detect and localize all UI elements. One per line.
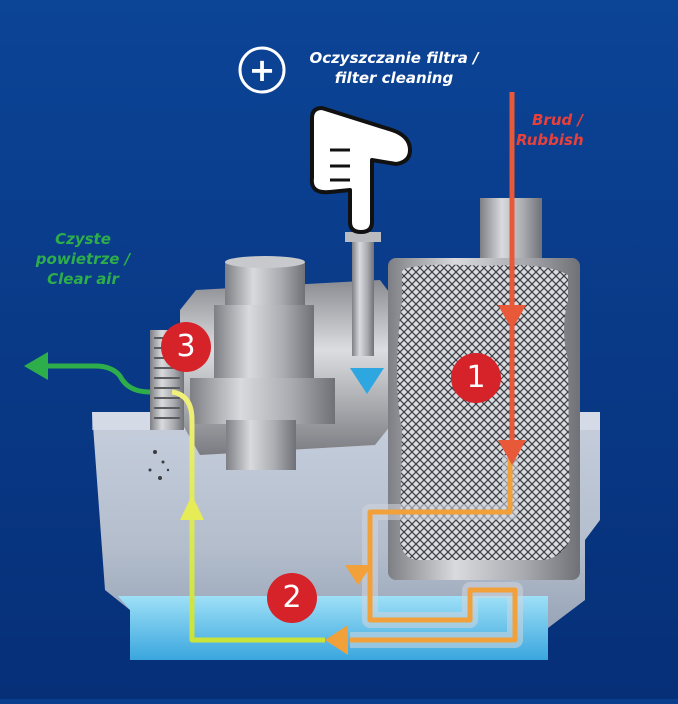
rubbish-arrow-lower [498, 440, 526, 465]
cleaning-nozzle [352, 238, 374, 356]
transition-arrow [345, 565, 372, 585]
clear-air-line3: Clear air [47, 270, 119, 288]
rubbish-arrow-upper [498, 305, 526, 330]
rubbish-line2: Rubbish [516, 131, 584, 149]
return-arrow [325, 625, 348, 655]
filter-mesh [397, 264, 570, 560]
clean-arrow [180, 495, 204, 520]
clear-air-label: Czyste powietrze / Clear air [28, 229, 138, 289]
dust-particles [148, 450, 170, 480]
filter-cleaning-label: Oczyszczanie filtra / filter cleaning [289, 48, 499, 88]
clear-air-arrow [24, 352, 48, 380]
plus-circle-icon: + [238, 46, 286, 94]
marker-2 [267, 573, 317, 623]
down-triangle-icon [350, 368, 384, 394]
clear-air-line2: powietrze / [35, 250, 131, 268]
svg-text:+: + [249, 51, 276, 89]
filter-housing [388, 198, 580, 580]
marker-3-label: 3 [176, 329, 196, 364]
filter-cleaning-line2: filter cleaning [334, 69, 454, 87]
water-reservoir [118, 596, 548, 660]
clean-flow-path [171, 389, 325, 643]
clear-air-line1: Czyste [55, 230, 111, 248]
marker-1 [451, 353, 501, 403]
transition-flow-path [350, 455, 518, 643]
marker-1-label: 1 [466, 360, 486, 395]
rubbish-label: Brud / Rubbish [516, 110, 616, 150]
marker-2-label: 2 [282, 580, 302, 615]
marker-3 [161, 322, 211, 372]
clear-air-path [45, 363, 151, 395]
pointing-hand-icon [309, 106, 412, 234]
filter-cleaning-line1: Oczyszczanie filtra / [309, 49, 479, 67]
rubbish-line1: Brud / [532, 111, 583, 129]
